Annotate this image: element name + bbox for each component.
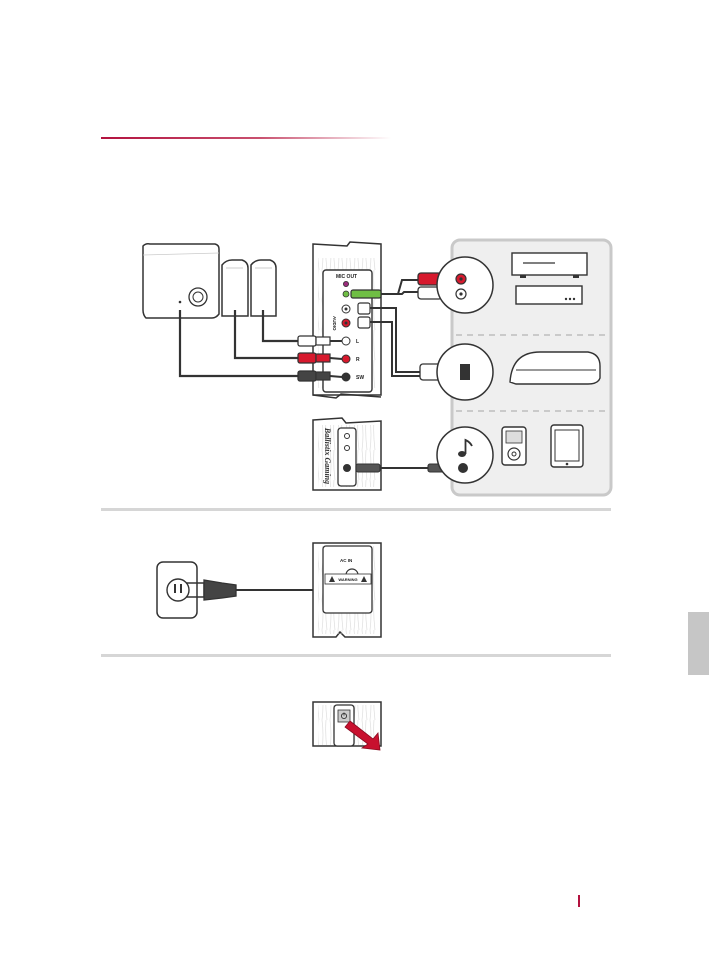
page-number-marker — [578, 895, 580, 907]
step-divider — [101, 654, 611, 657]
step-divider — [101, 508, 611, 511]
sub-output-jack[interactable] — [342, 373, 350, 381]
left-label: L — [356, 339, 359, 345]
game-console-icon — [510, 352, 600, 384]
sub-label: SW — [356, 375, 364, 381]
receiver-icon — [516, 286, 582, 304]
power-plug — [204, 580, 236, 600]
aux-in-jack[interactable] — [343, 291, 349, 297]
ac-in-label: AC IN — [340, 558, 352, 563]
mic-out-label: MIC OUT — [336, 274, 357, 280]
satellite-speaker-right — [251, 260, 276, 316]
subwoofer-cable — [180, 310, 300, 376]
tablet-icon — [551, 425, 583, 467]
right-output-jack[interactable] — [342, 355, 350, 363]
usb-callout — [420, 344, 493, 400]
dvd-player-icon — [512, 253, 587, 278]
usb-connector-icon — [460, 364, 470, 380]
subwoofer — [143, 244, 219, 318]
right-speaker-cable — [235, 310, 300, 358]
power-button-step — [313, 702, 381, 750]
left-output-jack[interactable] — [342, 337, 350, 345]
rear-panel-bottom: Ballistix Gaming — [313, 418, 381, 490]
power-button[interactable] — [338, 710, 350, 722]
power-step: AC IN WARNING — [157, 543, 381, 637]
warning-label: WARNING — [338, 577, 357, 582]
language-tab — [688, 612, 709, 675]
rca-input-callout — [437, 257, 493, 313]
satellite-speaker-left — [222, 260, 248, 316]
right-label: R — [356, 357, 360, 363]
aux-jack-bottom[interactable] — [344, 465, 351, 472]
media-player-icon — [502, 427, 526, 465]
brand-logo: Ballistix Gaming — [323, 427, 332, 484]
mic-out-jack[interactable] — [343, 281, 348, 286]
audio-label: AUDIO — [332, 316, 337, 331]
